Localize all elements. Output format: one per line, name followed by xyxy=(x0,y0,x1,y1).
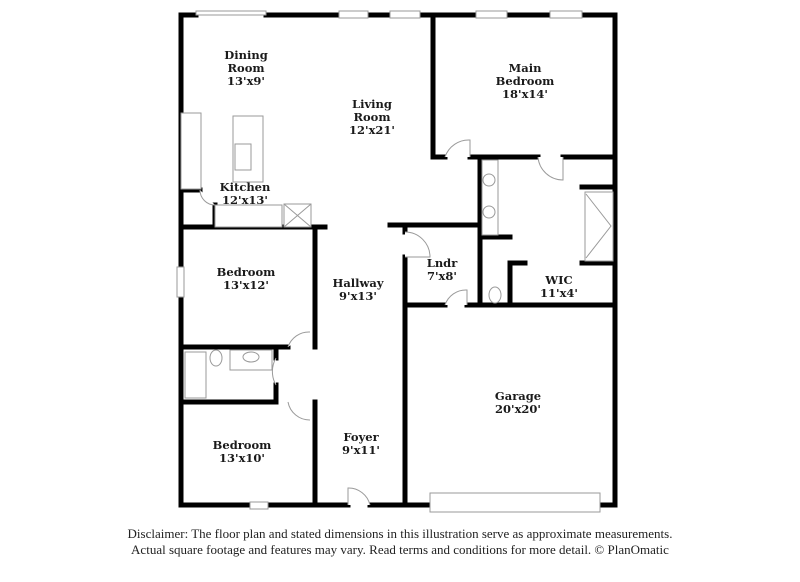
room-dimensions: 7'x8' xyxy=(427,269,457,283)
room-name: Lndr xyxy=(426,256,458,270)
room-dimensions: 18'x14' xyxy=(502,87,548,101)
room-label-kitchen: Kitchen 12'x13' xyxy=(220,181,271,207)
room-label-bedroom-1: Bedroom 13'x12' xyxy=(217,266,276,292)
room-name: Main xyxy=(508,61,542,75)
room-name-line2: Room xyxy=(227,61,265,75)
room-name: Bedroom xyxy=(216,265,276,279)
room-name: Foyer xyxy=(343,430,379,444)
disclaimer-line-2: Actual square footage and features may v… xyxy=(131,542,669,557)
room-name-line2: Room xyxy=(353,110,391,124)
room-name: Living xyxy=(352,97,392,111)
room-label-hallway: Hallway 9'x13' xyxy=(332,277,383,303)
room-label-foyer: Foyer 9'x11' xyxy=(342,431,380,457)
fixtures xyxy=(176,10,614,513)
room-dimensions: 12'x21' xyxy=(349,123,395,137)
disclaimer-line-1: Disclaimer: The floor plan and stated di… xyxy=(127,526,673,541)
room-name-line2: Bedroom xyxy=(495,74,555,88)
room-name: Dining xyxy=(224,48,268,62)
room-label-laundry: Lndr 7'x8' xyxy=(427,257,458,283)
room-dimensions: 11'x4' xyxy=(540,286,578,300)
room-name: Kitchen xyxy=(219,180,271,194)
floor-plan-drawing xyxy=(176,10,618,513)
room-label-living-room: Living Room 12'x21' xyxy=(349,98,395,137)
room-dimensions: 13'x12' xyxy=(223,278,269,292)
floor-plan xyxy=(176,10,618,513)
room-name: Bedroom xyxy=(212,438,272,452)
room-dimensions: 9'x13' xyxy=(339,289,377,303)
room-name: WIC xyxy=(545,273,573,287)
room-name: Garage xyxy=(494,389,542,403)
room-label-bedroom-2: Bedroom 13'x10' xyxy=(213,439,272,465)
room-name: Hallway xyxy=(332,276,384,290)
room-dimensions: 13'x9' xyxy=(227,74,265,88)
room-label-dining-room: Dining Room 13'x9' xyxy=(224,49,267,88)
room-label-garage: Garage 20'x20' xyxy=(495,390,541,416)
room-label-main-bedroom: Main Bedroom 18'x14' xyxy=(496,62,555,101)
room-label-wic: WIC 11'x4' xyxy=(540,274,578,300)
room-dimensions: 12'x13' xyxy=(222,193,268,207)
room-dimensions: 9'x11' xyxy=(342,443,380,457)
room-dimensions: 13'x10' xyxy=(219,451,265,465)
room-dimensions: 20'x20' xyxy=(495,402,541,416)
disclaimer: Disclaimer: The floor plan and stated di… xyxy=(0,526,800,558)
